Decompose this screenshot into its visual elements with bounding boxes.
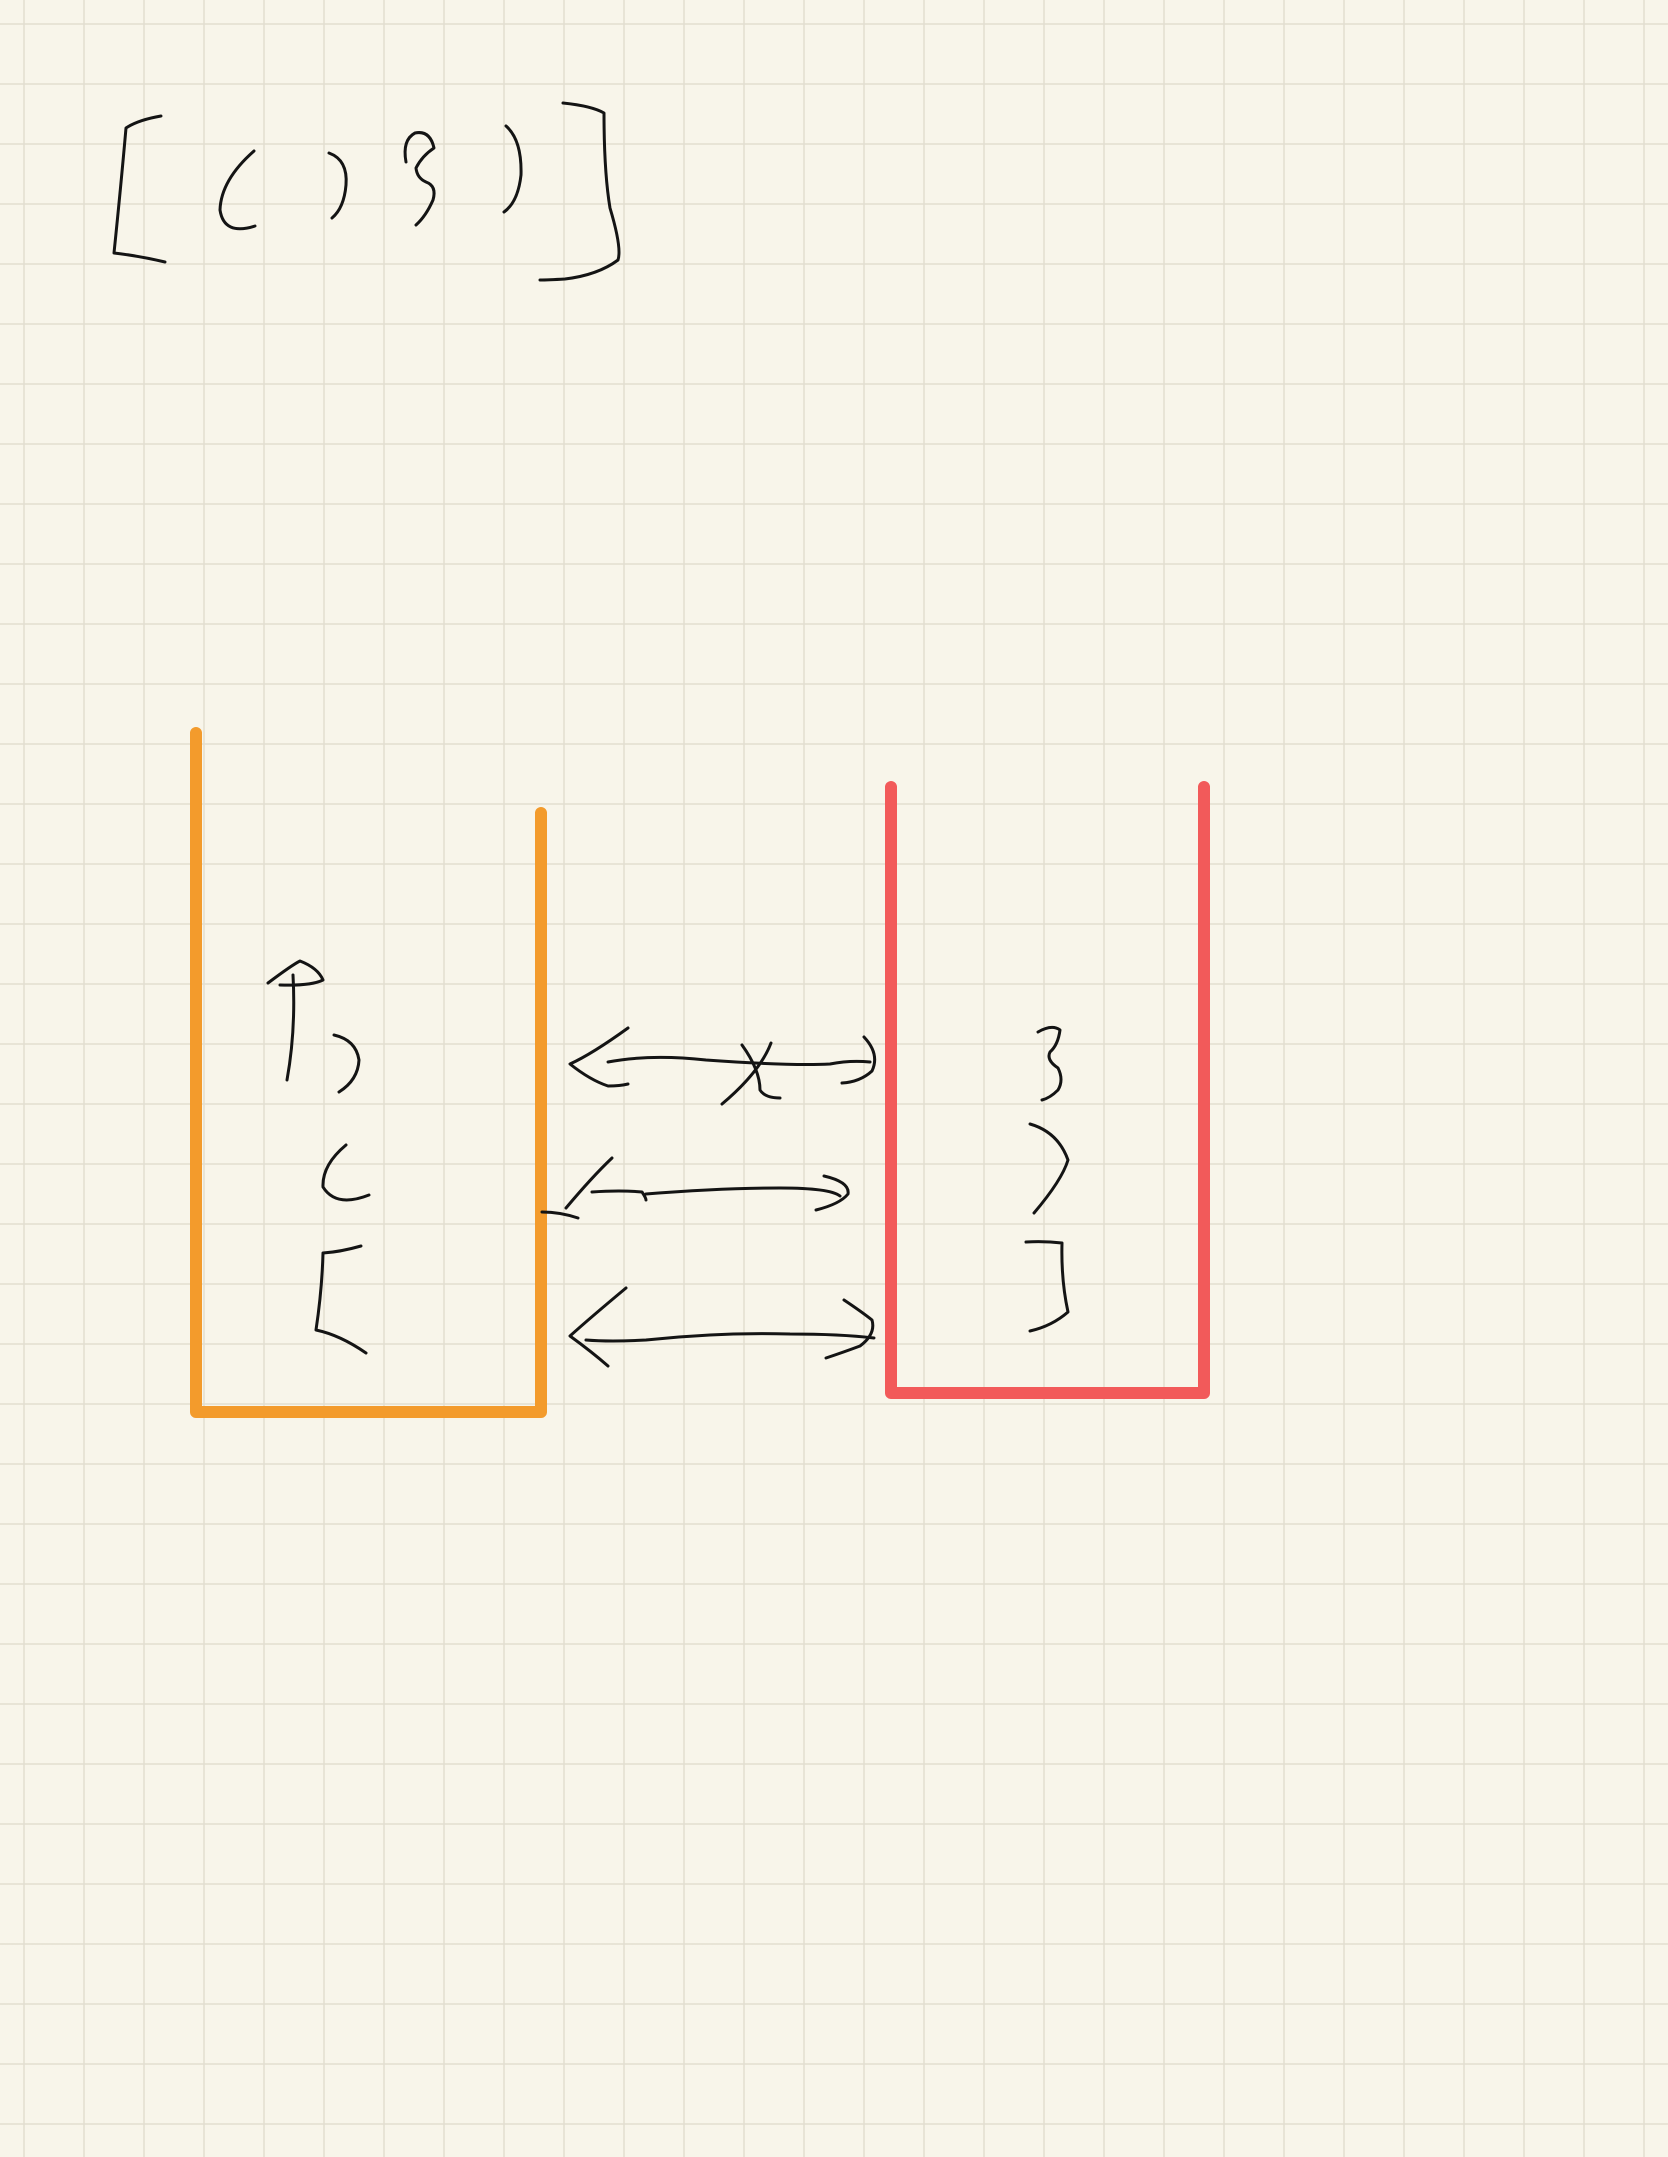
right-stack-contents [1024,1025,1070,1333]
up-arrow-icon [266,959,325,1082]
glyph-close-square-bracket [538,101,621,282]
glyph-open-paren [218,149,257,231]
glyph-open-curly-brace [403,131,436,227]
double-arrow-icon [568,1286,876,1368]
glyph-open-paren [321,1143,371,1202]
bracket-sequence [112,101,621,282]
glyph-open-paren [332,1033,361,1094]
double-arrow-icon [540,1156,850,1220]
glyph-close-square-bracket [1024,1240,1070,1333]
left-stack-contents [266,959,371,1355]
glyph-open-square-bracket [112,114,167,264]
left-stack-container [190,727,547,1418]
comparison-arrows [540,1026,877,1368]
comparison-row-2 [540,1156,850,1220]
glyph-close-curly-brace [1036,1025,1063,1102]
right-stack-container [885,781,1210,1399]
double-arrow-icon [568,1026,877,1088]
cross-out-mark-icon [720,1041,782,1106]
comparison-row-1 [568,1026,877,1106]
glyph-close-paren [502,124,523,214]
glyph-open-square-bracket [314,1244,368,1355]
comparison-row-3 [568,1286,876,1368]
glyph-close-paren [327,151,348,220]
glyph-close-paren [1028,1122,1070,1215]
